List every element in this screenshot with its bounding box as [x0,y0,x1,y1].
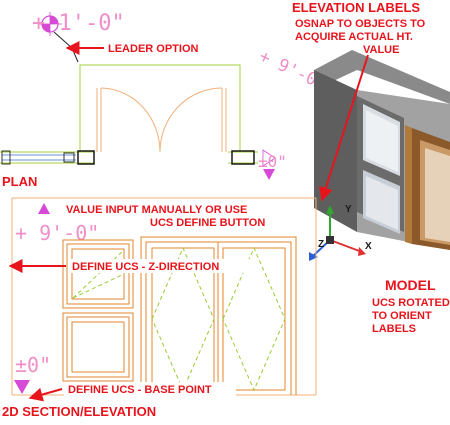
plan-elevation-text: + 1'-0" [32,11,125,36]
base-point-triangle-icon [14,380,30,394]
model-label: MODEL [385,277,436,293]
plan-walls [0,64,258,164]
osnap-arrow [319,54,369,202]
ucs-axis-x-label: X [365,241,372,252]
model-wall [314,50,450,250]
define-base-label: DEFINE UCS - BASE POINT [68,384,212,396]
section-elevation-top: + 9'-0" [15,221,99,245]
model-note-line2: TO ORIENT [372,310,432,322]
value-input-line2: UCS DEFINE BUTTON [150,217,265,229]
section-view: VALUE INPUT MANUALLY OR USE UCS DEFINE B… [2,197,317,419]
section-elevation-bottom: ±0" [15,353,51,377]
ucs-axis-y-label: Y [345,204,352,215]
model-view: ELEVATION LABELS OSNAP TO OBJECTS TO ACQ… [256,0,450,335]
ucs-axis-icon: Y X Z [309,204,372,261]
elevation-labels-line2: OSNAP TO OBJECTS TO [295,18,426,30]
value-input-line1: VALUE INPUT MANUALLY OR USE [66,204,247,216]
ucs-axis-z-label: Z [318,239,324,250]
plan-view: + 1'-0" LEADER OPTION [0,11,287,189]
plan-label: PLAN [2,174,37,189]
define-base-arrow [28,387,63,402]
section-top-triangle-icon [38,203,50,214]
elevation-labels-line4: VALUE [363,44,399,56]
plan-double-door [96,87,227,153]
section-window-upper-diagonal [72,249,125,299]
section-label: 2D SECTION/ELEVATION [2,404,156,419]
plan-window [1,150,76,165]
elevation-labels-line3: ACQUIRE ACTUAL HT. [295,31,413,43]
wall-jamb-right [231,150,255,165]
define-z-label: DEFINE UCS - Z-DIRECTION [72,261,219,273]
model-note-line1: UCS ROTATED [372,297,450,309]
plan-right-marker: ±0" [258,152,287,171]
plan-right-triangle-icon [262,149,276,167]
plan-right-triangle-filled-icon [263,169,275,180]
elevation-labels-title: ELEVATION LABELS [292,0,420,15]
wall-jamb-left [77,150,95,165]
section-window-lower [62,312,134,382]
leader-option-label: LEADER OPTION [108,43,199,55]
elevation-marker-icon [38,12,62,36]
model-note-line3: LABELS [372,323,416,335]
